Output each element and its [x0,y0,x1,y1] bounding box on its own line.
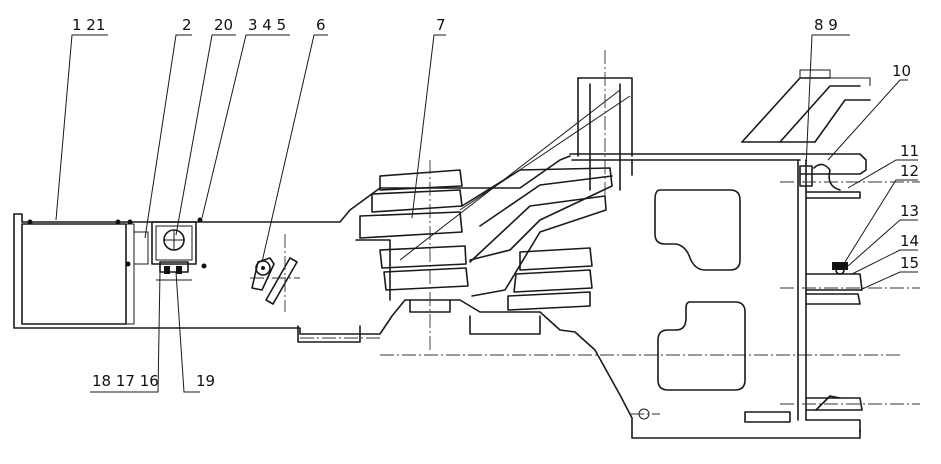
front-frame [13,155,861,439]
callout-20: 20 [214,16,233,34]
callout-2: 2 [182,16,192,34]
callout-15: 15 [900,254,919,272]
callout-12: 12 [900,162,919,180]
callout-14: 14 [900,232,919,250]
callout-10: 10 [892,62,911,80]
callout-3-4-5: 3 4 5 [248,16,286,34]
callout-8-9: 8 9 [814,16,838,34]
middle-frame [297,50,900,356]
callout-18-17-16: 18 17 16 [92,372,159,390]
callout-7: 7 [436,16,446,34]
callout-19: 19 [196,372,215,390]
callout-11: 11 [900,142,919,160]
leader-lines [55,34,918,393]
callout-13: 13 [900,202,919,220]
rear-frame [569,69,920,433]
callout-6: 6 [316,16,326,34]
callout-1-21: 1 21 [72,16,105,34]
